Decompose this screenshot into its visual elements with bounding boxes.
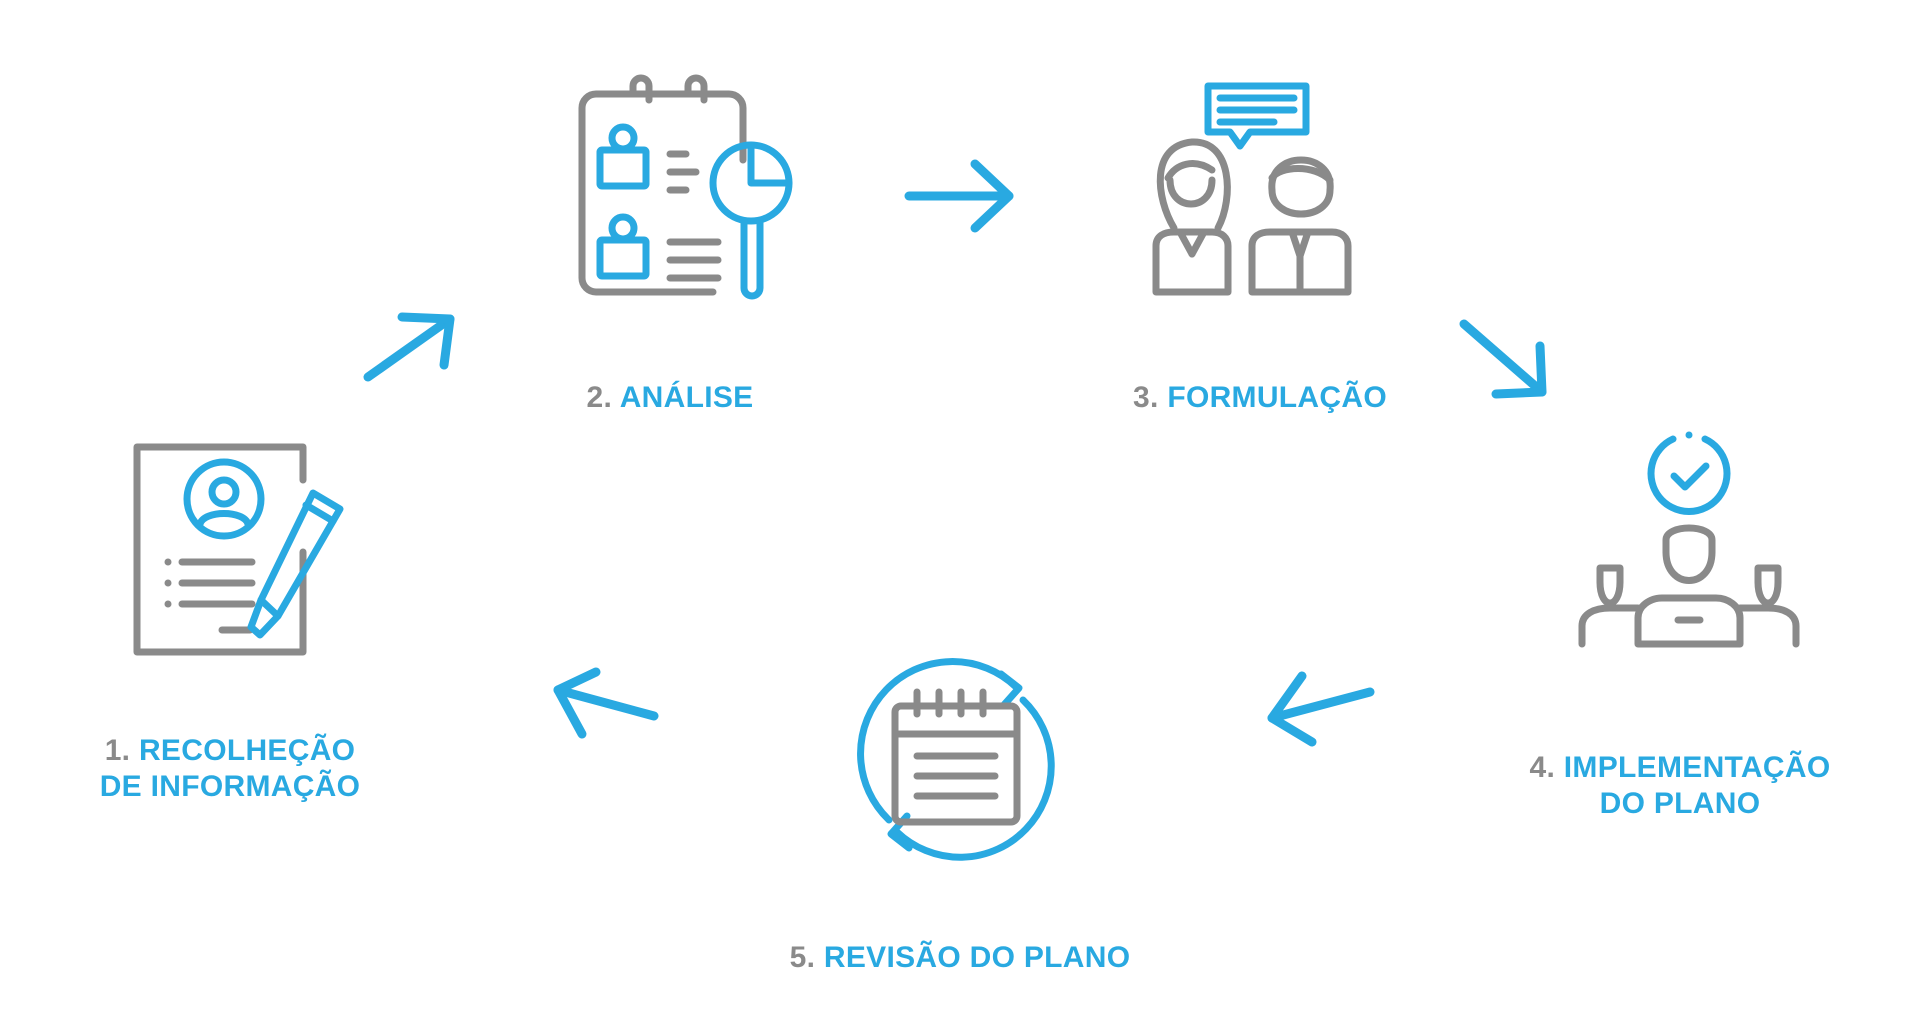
step-5-title: REVISÃO DO PLANO — [823, 941, 1131, 974]
step-4-label: 4. IMPLEMENTAÇÃO DO PLANO — [1500, 750, 1860, 822]
arrow-5-to-1 — [548, 667, 660, 740]
step-1-title-line2: DE INFORMAÇÃO — [99, 770, 361, 803]
discussion-people-icon — [1148, 80, 1378, 296]
step-1-label: 1. RECOLHEÇÃO DE INFORMAÇÃO — [60, 733, 400, 805]
step-2-title: ANÁLISE — [619, 381, 754, 414]
team-check-icon — [1578, 431, 1800, 652]
arrow-2-to-3 — [904, 159, 1015, 233]
step-3-title: FORMULAÇÃO — [1167, 381, 1387, 414]
step-3-number: 3. — [1133, 381, 1159, 414]
arrow-1-to-2 — [360, 305, 460, 385]
analysis-magnifier-icon — [578, 74, 798, 300]
step-1-title-line1: RECOLHEÇÃO — [138, 734, 356, 767]
document-edit-icon — [130, 440, 360, 660]
step-2-number: 2. — [586, 381, 613, 414]
step-4-title-line1: IMPLEMENTAÇÃO — [1563, 751, 1831, 784]
calendar-refresh-icon — [845, 650, 1067, 872]
step-3-label: 3. FORMULAÇÃO — [1100, 380, 1420, 416]
step-1-number: 1. — [104, 734, 131, 767]
step-4-number: 4. — [1529, 751, 1556, 784]
arrow-3-to-4 — [1459, 319, 1550, 400]
step-5-number: 5. — [789, 941, 816, 974]
step-2-label: 2. ANÁLISE — [520, 380, 820, 416]
step-4-title-line2: DO PLANO — [1599, 787, 1761, 820]
arrow-4-to-5 — [1262, 670, 1375, 750]
step-5-label: 5. REVISÃO DO PLANO — [740, 940, 1180, 976]
